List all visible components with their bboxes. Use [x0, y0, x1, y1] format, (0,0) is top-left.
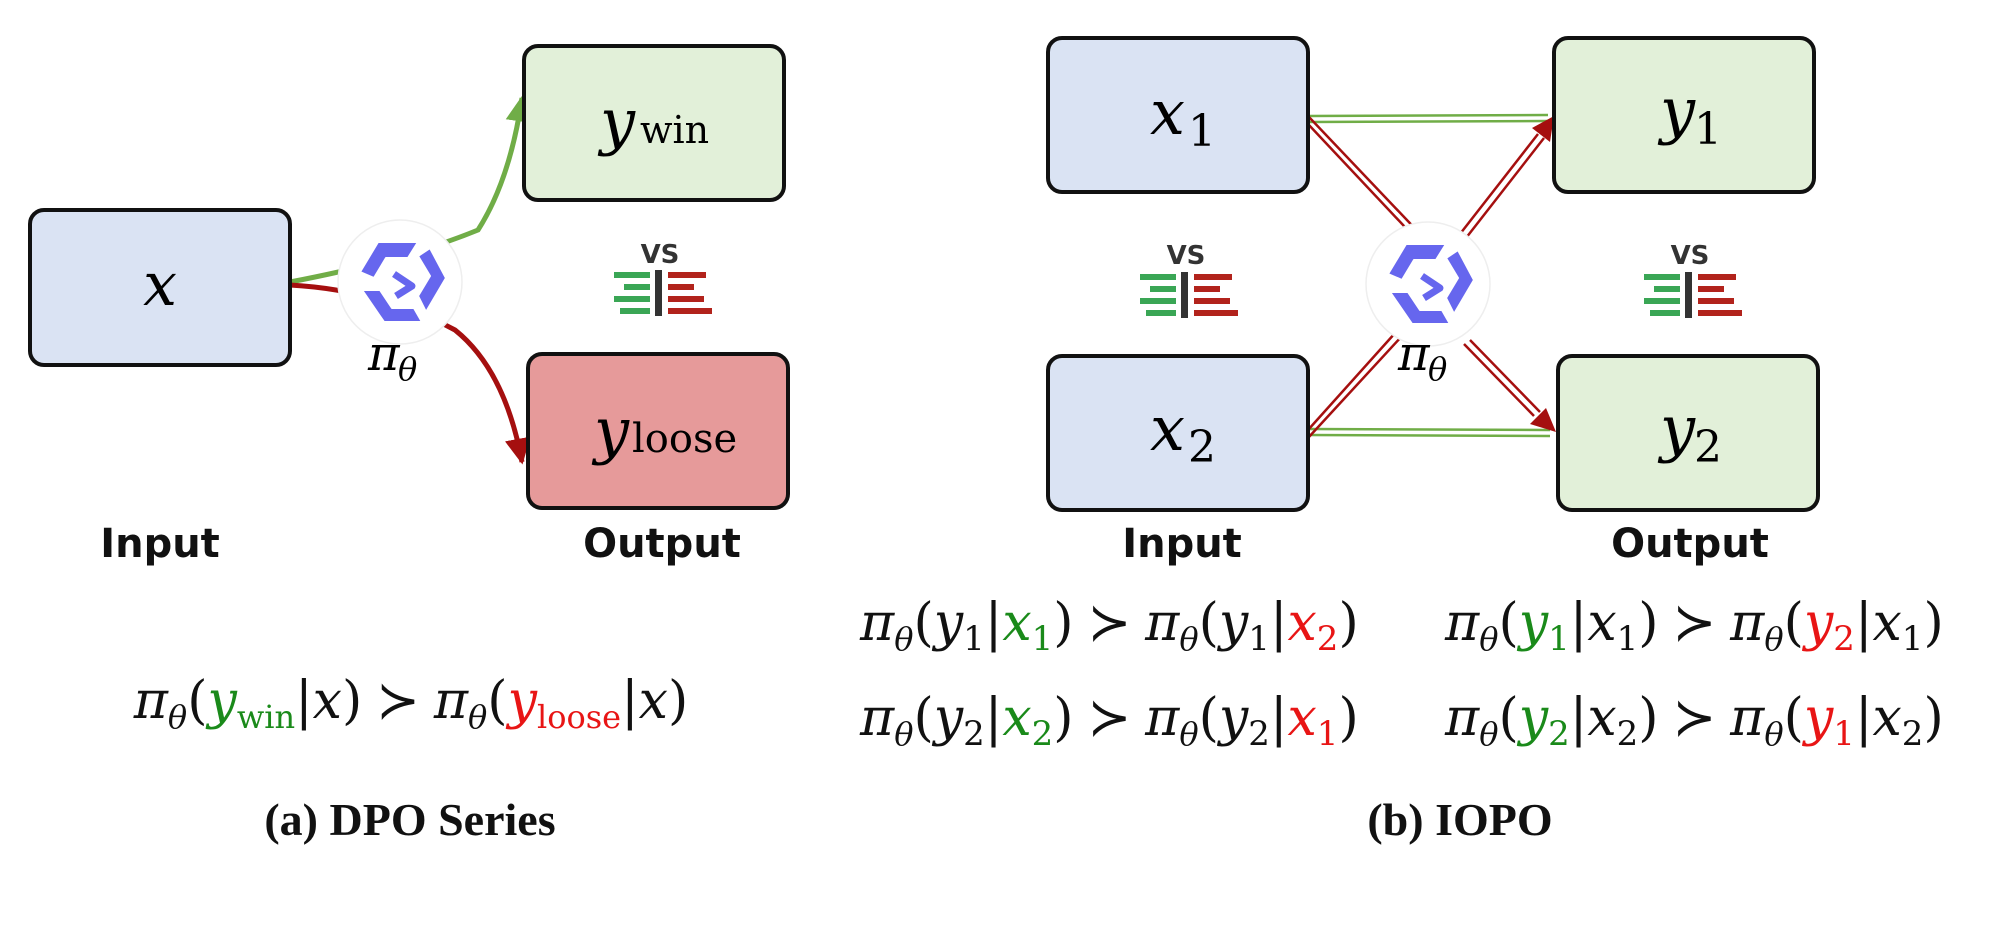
- svg-text:win: win: [640, 108, 709, 152]
- svg-text:1: 1: [1188, 106, 1216, 157]
- vs-label-inputs: VS: [1167, 241, 1206, 271]
- vs-label-outputs: VS: [1671, 241, 1710, 271]
- panel-b: x 1 x 2 y 1 y 2 π θ VS: [859, 36, 1944, 845]
- policy-label: π θ: [367, 326, 417, 388]
- lose-arrow-to-y2: [1463, 339, 1556, 432]
- panel-a: x y win y loose π θ VS Input Output: [28, 44, 790, 845]
- svg-text:loose: loose: [632, 416, 737, 462]
- iopo-formulas: πθ(y1|x1)≻πθ(y1|x2) πθ(y2|x2)≻πθ(y2|x1) πθ…: [859, 593, 1944, 754]
- caption-b: (b) IOPO: [1367, 794, 1552, 845]
- svg-text:π: π: [367, 326, 401, 382]
- vs-icon-inputs: [1140, 272, 1238, 318]
- lose-arrow-to-y1: [1459, 116, 1554, 239]
- iopo-formula-3: πθ(y1|x1)≻πθ(y2|x1): [1444, 593, 1944, 659]
- svg-text:2: 2: [1188, 422, 1216, 473]
- svg-text:2: 2: [1694, 422, 1722, 473]
- dpo-formula: πθ(ywin|x)≻πθ(yloose|x): [133, 671, 689, 736]
- svg-text:y: y: [1657, 392, 1696, 465]
- cross-line-x1: [1307, 115, 1425, 243]
- qwen-logo-icon: [338, 220, 462, 344]
- input-node-x: x: [28, 208, 292, 367]
- svg-text:y: y: [1657, 74, 1696, 147]
- svg-text:x: x: [1150, 392, 1185, 465]
- policy-label: π θ: [1397, 326, 1447, 388]
- cross-line-x2: [1307, 331, 1403, 439]
- input-node-x1: x 1: [1046, 36, 1310, 194]
- svg-text:y: y: [591, 394, 630, 467]
- vs-label: VS: [641, 240, 680, 270]
- input-label-b: Input: [1122, 521, 1242, 567]
- svg-text:π: π: [1397, 326, 1431, 382]
- caption-a: (a) DPO Series: [264, 794, 555, 845]
- input-node-x2: x 2: [1046, 354, 1310, 512]
- output-label: Output: [583, 521, 741, 567]
- svg-text:1: 1: [1694, 104, 1722, 155]
- svg-text:x: x: [1150, 76, 1185, 149]
- iopo-formula-2: πθ(y2|x2)≻πθ(y2|x1): [859, 688, 1359, 754]
- svg-text:x: x: [143, 250, 177, 320]
- input-label: Input: [100, 521, 220, 567]
- output-node-loose: y loose: [526, 352, 790, 510]
- svg-text:θ: θ: [1428, 350, 1447, 388]
- output-node-y1: y 1: [1552, 36, 1816, 194]
- output-node-y2: y 2: [1556, 354, 1820, 512]
- svg-text:y: y: [597, 85, 636, 158]
- vs-icon-outputs: [1644, 272, 1742, 318]
- iopo-formula-4: πθ(y2|x2)≻πθ(y1|x2): [1444, 688, 1944, 754]
- output-label-b: Output: [1611, 521, 1769, 567]
- output-node-win: y win: [522, 44, 786, 202]
- iopo-formula-1: πθ(y1|x1)≻πθ(y1|x2): [859, 593, 1359, 659]
- vs-icon: [614, 270, 712, 316]
- svg-text:θ: θ: [398, 350, 417, 388]
